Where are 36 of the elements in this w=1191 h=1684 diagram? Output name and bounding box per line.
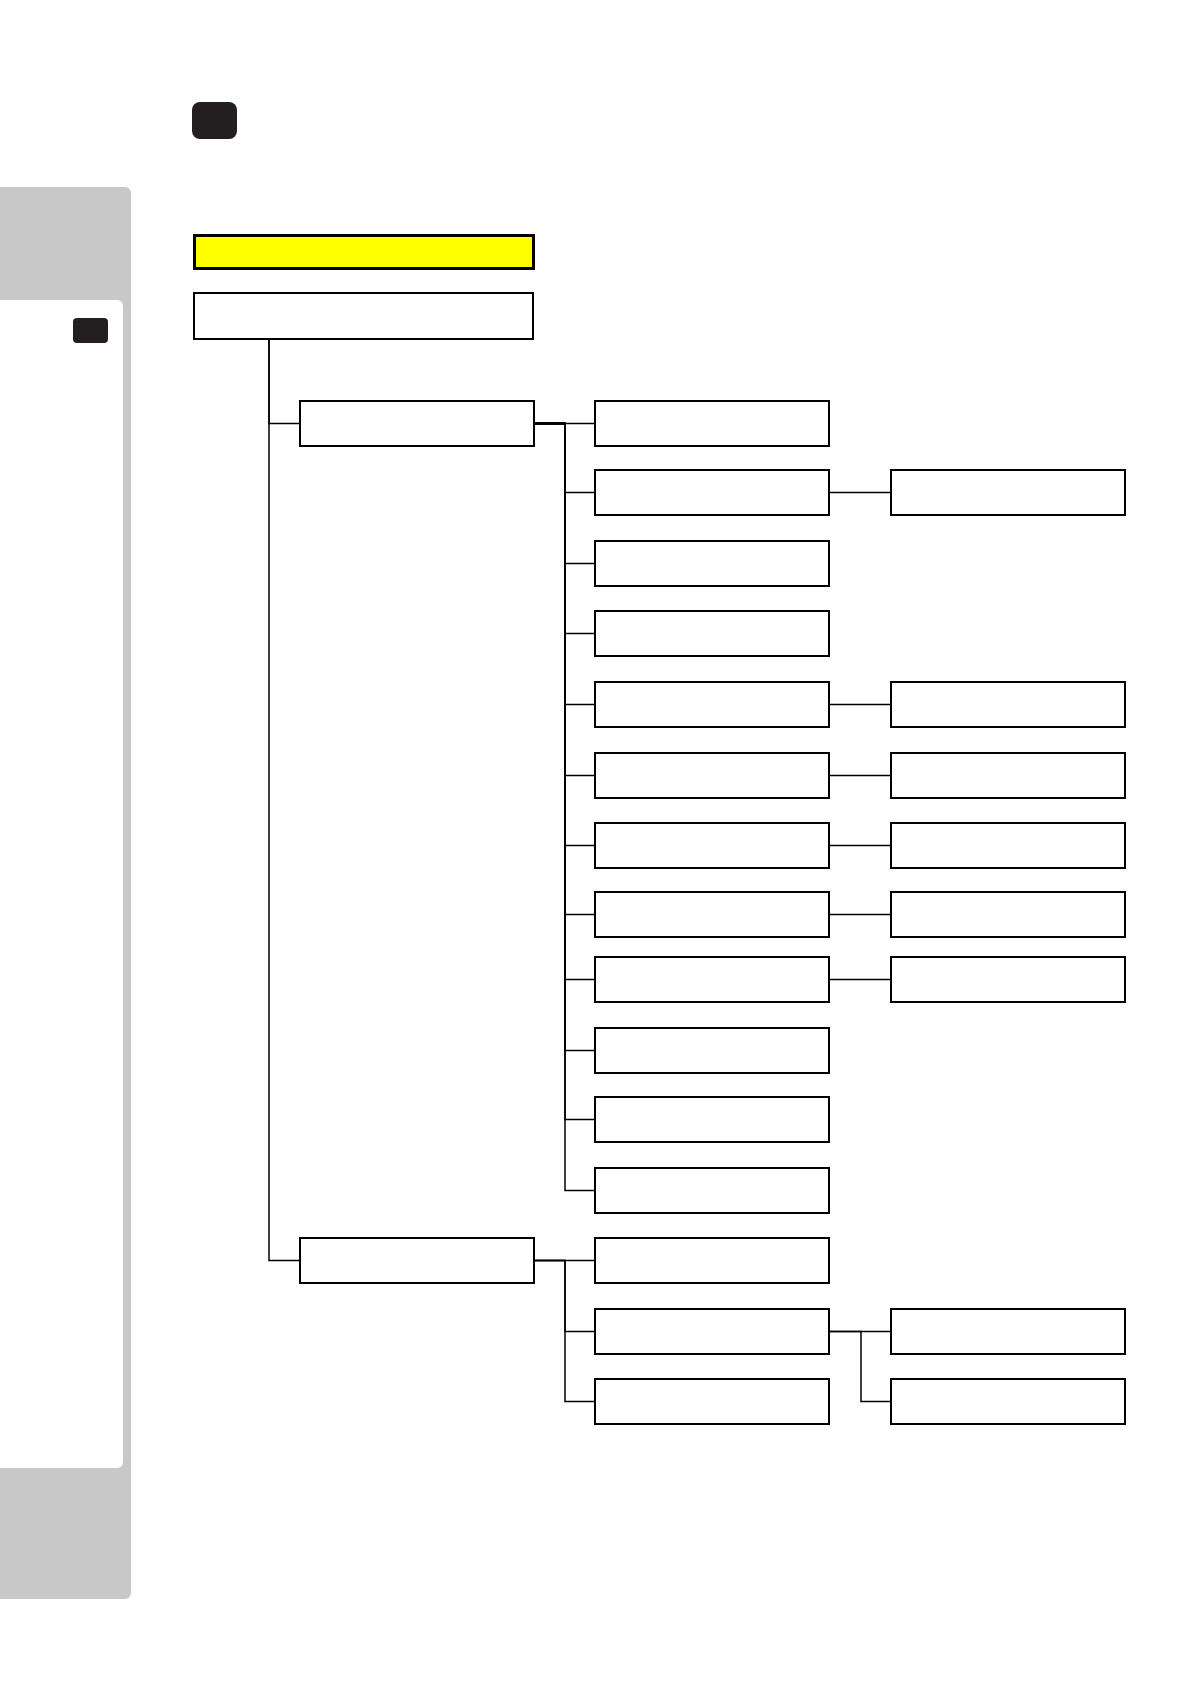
empty-box	[594, 1167, 830, 1214]
empty-box	[890, 681, 1126, 728]
empty-box	[594, 1027, 830, 1074]
empty-box	[890, 822, 1126, 869]
empty-box	[890, 1308, 1126, 1355]
empty-box	[890, 956, 1126, 1003]
empty-box	[594, 400, 830, 447]
connector-line	[268, 339, 300, 1262]
empty-box	[594, 469, 830, 516]
connector-line	[829, 913, 891, 916]
empty-box	[594, 1096, 830, 1143]
connector-line	[829, 703, 891, 706]
connector-line	[829, 1330, 891, 1403]
empty-box	[594, 1378, 830, 1425]
empty-box	[594, 822, 830, 869]
empty-box	[594, 681, 830, 728]
empty-box	[594, 610, 830, 657]
empty-box	[890, 1378, 1126, 1425]
empty-box	[193, 292, 534, 340]
empty-box	[594, 1237, 830, 1284]
connector-line	[829, 978, 891, 981]
connector-line	[829, 774, 891, 777]
highlight-bar	[193, 234, 535, 270]
empty-box	[890, 891, 1126, 938]
empty-box	[594, 1308, 830, 1355]
empty-box	[594, 891, 830, 938]
empty-box	[594, 956, 830, 1003]
connector-line	[829, 844, 891, 847]
empty-box	[299, 400, 535, 447]
connector-line	[534, 1259, 595, 1403]
connector-line	[829, 491, 891, 494]
empty-box	[594, 540, 830, 587]
empty-box	[890, 752, 1126, 799]
empty-box	[299, 1237, 535, 1284]
empty-box	[594, 752, 830, 799]
empty-box	[890, 469, 1126, 516]
